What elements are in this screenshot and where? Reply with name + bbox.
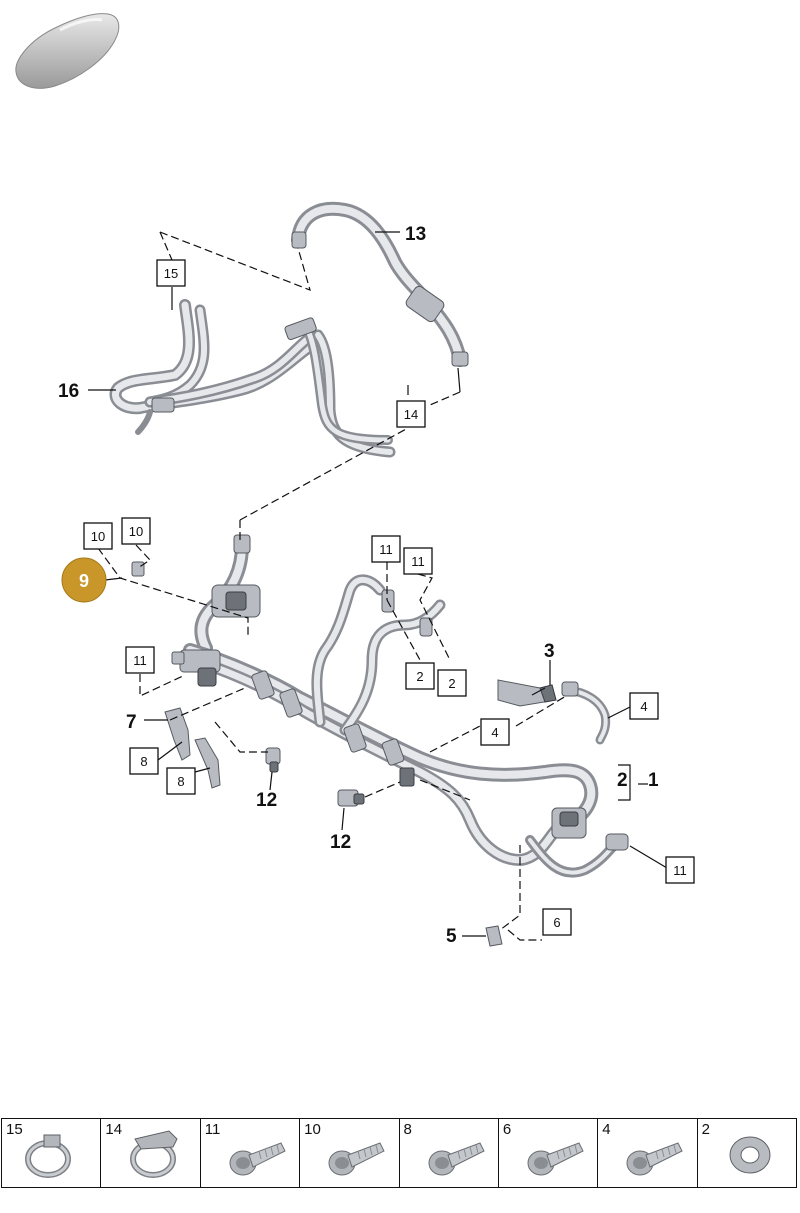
callout-16: 16 <box>58 381 79 402</box>
bracket-3 <box>497 679 557 707</box>
svg-text:11: 11 <box>411 554 425 569</box>
sensor-12-lower <box>337 789 365 807</box>
boxed-callout-4-right: 4 <box>629 692 659 720</box>
boxed-callout-14: 14 <box>396 400 426 428</box>
parts-cell-10[interactable]: 10 <box>300 1119 400 1187</box>
bracket-clamp-icon <box>130 1130 178 1178</box>
washer-icon <box>729 1136 771 1174</box>
boxed-callout-2-left: 2 <box>405 662 435 690</box>
svg-text:14: 14 <box>404 407 418 422</box>
bolt-icon <box>428 1142 485 1176</box>
parts-cell-label: 4 <box>602 1121 611 1138</box>
upper-coolant-hose-13 <box>291 201 469 367</box>
parts-cell-label: 11 <box>204 1121 221 1138</box>
parts-cell-4[interactable]: 4 <box>598 1119 698 1187</box>
parts-table: 15 14 11 10 8 6 4 2 <box>1 1118 797 1188</box>
bracket-7 <box>164 707 191 761</box>
svg-text:11: 11 <box>133 653 147 668</box>
svg-text:11: 11 <box>379 542 393 557</box>
boxed-callout-11-left: 11 <box>125 646 155 674</box>
boxed-callout-8-lower: 8 <box>166 767 196 795</box>
fitting-10 <box>131 561 145 577</box>
svg-text:4: 4 <box>640 699 647 714</box>
boxed-callout-8-upper: 8 <box>129 747 159 775</box>
bolt-icon <box>328 1142 385 1176</box>
parts-cell-6[interactable]: 6 <box>499 1119 599 1187</box>
svg-text:11: 11 <box>673 863 687 878</box>
boxed-callout-6: 6 <box>542 908 572 936</box>
sensor-12-upper <box>265 747 281 773</box>
boxed-callout-10-right: 10 <box>121 517 151 545</box>
svg-text:10: 10 <box>91 529 105 544</box>
svg-text:2: 2 <box>448 676 455 691</box>
callout-12-lower: 12 <box>330 832 351 853</box>
bolt-icon <box>527 1142 584 1176</box>
callout-12-upper: 12 <box>256 790 277 811</box>
boxed-callout-15: 15 <box>156 259 186 287</box>
callout-1: 1 <box>648 770 659 791</box>
bracket-5 <box>485 925 503 947</box>
callout-5: 5 <box>446 926 457 947</box>
parts-cell-label: 8 <box>403 1121 412 1138</box>
boxed-callout-11-top-left: 11 <box>371 535 401 563</box>
svg-text:15: 15 <box>164 266 178 281</box>
callout-7: 7 <box>126 712 137 733</box>
svg-text:6: 6 <box>553 915 560 930</box>
svg-text:8: 8 <box>140 754 147 769</box>
boxed-callout-4-center: 4 <box>480 718 510 746</box>
coolant-hose-assembly-16 <box>109 299 396 458</box>
fitting-11-left <box>171 651 185 665</box>
vehicle-thumbnail-icon <box>15 13 120 89</box>
callout-2-bracket: 2 <box>617 770 628 791</box>
highlighted-callout-9[interactable]: 9 <box>61 557 107 603</box>
svg-text:8: 8 <box>177 774 184 789</box>
bracket-8 <box>194 737 221 789</box>
hose-4 <box>561 681 611 745</box>
parts-cell-label: 6 <box>502 1121 512 1138</box>
dashed-reference-lines <box>97 231 567 941</box>
bolt-icon <box>626 1142 683 1176</box>
parts-cell-label: 2 <box>701 1121 710 1138</box>
boxed-callout-10-left: 10 <box>83 522 113 550</box>
svg-text:9: 9 <box>79 571 89 591</box>
parts-cell-label: 10 <box>304 1121 321 1138</box>
hose-clamp-icon <box>25 1134 71 1178</box>
leader-lines <box>88 231 668 937</box>
svg-text:10: 10 <box>129 524 143 539</box>
svg-text:2: 2 <box>416 669 423 684</box>
boxed-callout-2-right: 2 <box>437 669 467 697</box>
boxed-callout-11-right: 11 <box>665 856 695 884</box>
parts-cell-14[interactable]: 14 <box>101 1119 201 1187</box>
parts-cell-2[interactable]: 2 <box>698 1119 796 1187</box>
parts-cell-8[interactable]: 8 <box>400 1119 499 1187</box>
boxed-callout-11-top-right: 11 <box>403 547 433 575</box>
parts-cell-11[interactable]: 11 <box>201 1119 301 1187</box>
parts-cell-label: 14 <box>105 1121 123 1138</box>
callout-13: 13 <box>405 224 426 245</box>
coolant-pipe-assembly-1 <box>179 534 629 878</box>
parts-cell-15[interactable]: 15 <box>2 1119 102 1187</box>
callout-3: 3 <box>544 641 555 662</box>
bolt-icon <box>229 1142 286 1176</box>
parts-cell-label: 15 <box>6 1121 23 1138</box>
svg-text:4: 4 <box>491 725 498 740</box>
